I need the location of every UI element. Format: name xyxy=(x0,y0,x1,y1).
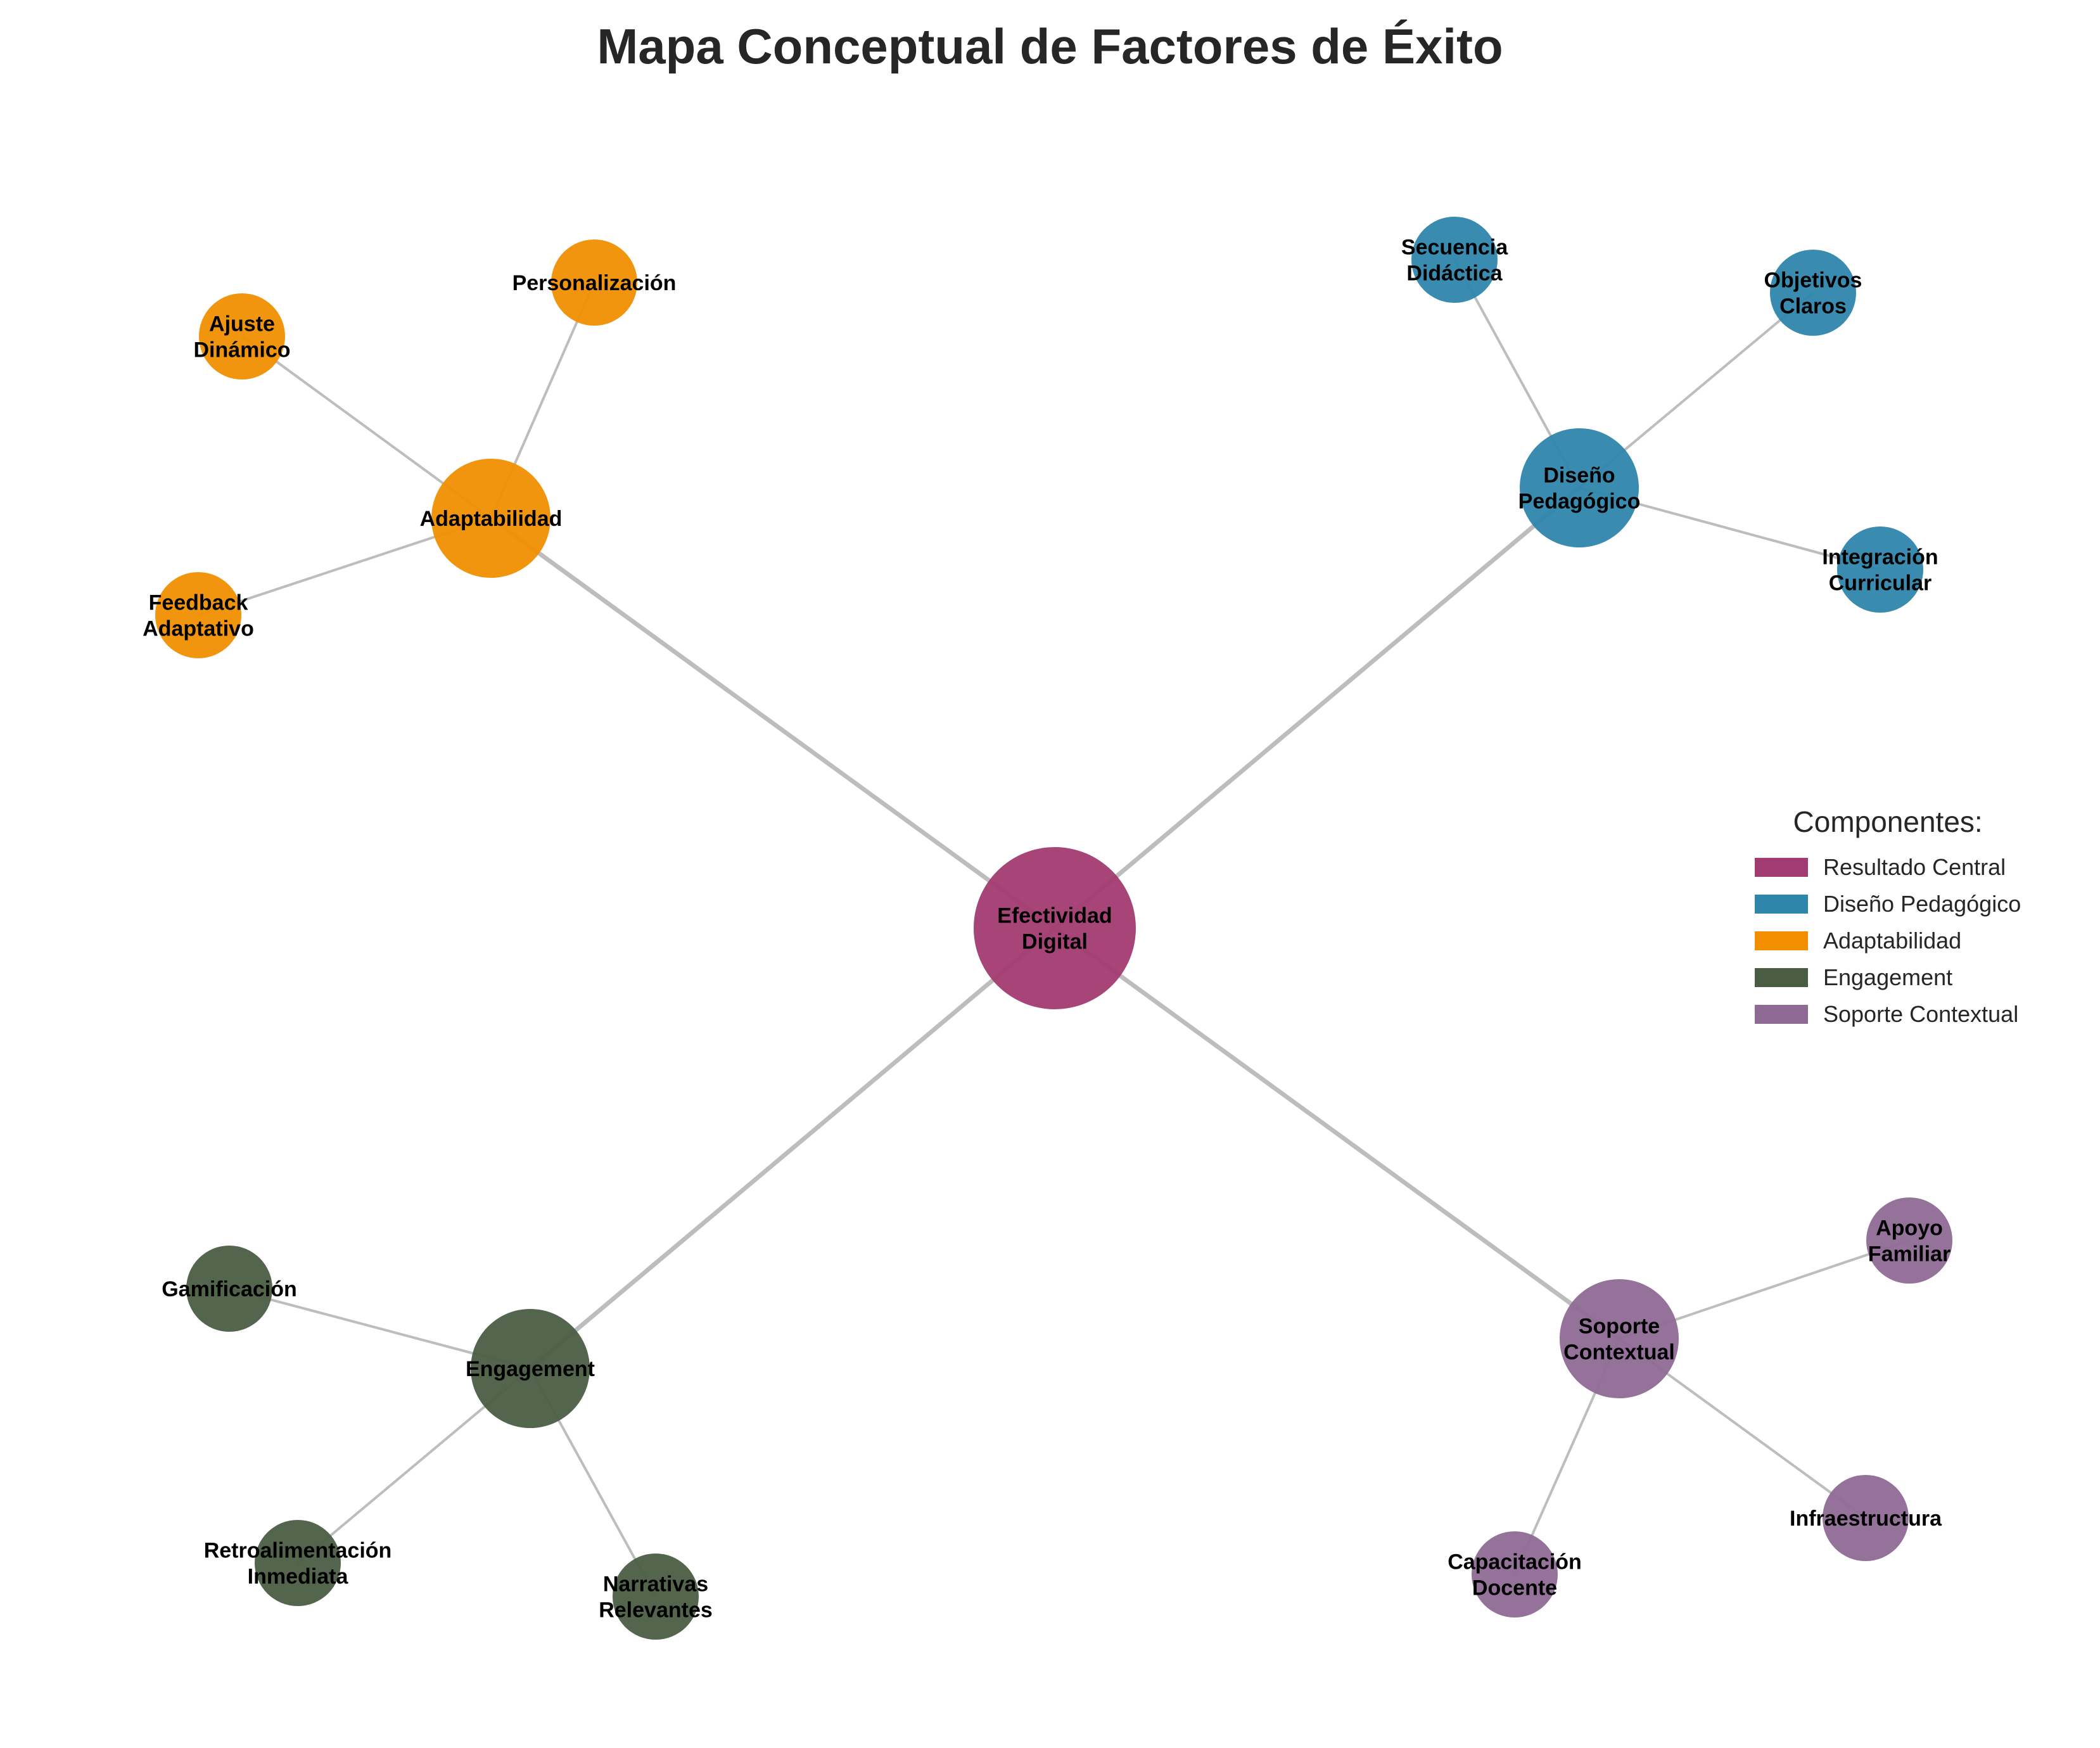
node-label-ajuste-1: Dinámico xyxy=(193,338,290,362)
node-label-objetivos-0: Objetivos xyxy=(1764,269,1862,293)
node-label-secuencia-0: Secuencia xyxy=(1401,236,1508,260)
node-label-narrativas-1: Relevantes xyxy=(599,1598,713,1622)
node-label-adaptabilidad-0: Adaptabilidad xyxy=(420,507,563,531)
node-label-capacitacion-0: Capacitación xyxy=(1448,1550,1582,1574)
legend-swatch xyxy=(1755,895,1808,914)
node-engagement: Engagement xyxy=(466,1309,595,1428)
node-gamificacion: Gamificación xyxy=(162,1246,297,1332)
node-label-feedback-0: Feedback xyxy=(149,591,248,615)
node-circle-capacitacion xyxy=(1472,1531,1558,1617)
node-circle-engagement xyxy=(471,1309,590,1428)
node-label-integracion-0: Integración xyxy=(1822,545,1938,570)
node-circle-soporte xyxy=(1560,1279,1679,1398)
node-circle-apoyo xyxy=(1866,1197,1952,1284)
node-infra: Infraestructura xyxy=(1790,1475,1942,1561)
edge-efectividad-engagement xyxy=(528,926,1057,1370)
legend-label: Diseño Pedagógico xyxy=(1823,891,2021,917)
legend-swatch xyxy=(1755,1005,1808,1024)
edge-efectividad-adaptabilidad xyxy=(489,516,1057,930)
node-label-engagement-0: Engagement xyxy=(466,1357,595,1381)
node-circle-efectividad xyxy=(974,847,1136,1009)
node-label-soporte-1: Contextual xyxy=(1563,1340,1675,1364)
node-label-efectividad-0: Efectividad xyxy=(997,904,1112,928)
legend-swatch xyxy=(1755,858,1808,877)
node-label-retro-0: Retroalimentación xyxy=(204,1539,392,1563)
legend-item-soporte: Soporte Contextual xyxy=(1755,996,2021,1033)
node-label-diseno-1: Pedagógico xyxy=(1518,489,1641,513)
node-circle-feedback xyxy=(155,572,241,658)
node-label-feedback-1: Adaptativo xyxy=(143,616,254,641)
node-personalizacion: Personalización xyxy=(512,239,677,326)
node-label-narrativas-0: Narrativas xyxy=(603,1573,708,1597)
node-label-diseno-0: Diseño xyxy=(1543,464,1615,488)
node-label-apoyo-1: Familiar xyxy=(1868,1242,1950,1266)
legend-label: Resultado Central xyxy=(1823,854,2006,880)
node-label-apoyo-0: Apoyo xyxy=(1876,1216,1943,1241)
node-label-gamificacion-0: Gamificación xyxy=(162,1277,297,1301)
node-label-infra-0: Infraestructura xyxy=(1790,1507,1942,1531)
node-label-personalizacion-0: Personalización xyxy=(512,271,677,295)
node-circle-personalizacion xyxy=(551,239,637,326)
legend-item-diseno: Diseño Pedagógico xyxy=(1755,886,2021,922)
legend-item-central: Resultado Central xyxy=(1755,849,2021,886)
node-circle-diseno xyxy=(1520,428,1639,547)
node-label-efectividad-1: Digital xyxy=(1022,929,1088,954)
legend-swatch xyxy=(1755,968,1808,987)
node-label-ajuste-0: Ajuste xyxy=(209,312,275,336)
node-circle-objetivos xyxy=(1770,250,1856,336)
node-label-secuencia-1: Didáctica xyxy=(1406,261,1503,285)
legend-title: Componentes: xyxy=(1793,805,1983,838)
legend-label: Engagement xyxy=(1823,964,1953,990)
edge-efectividad-soporte xyxy=(1053,926,1621,1341)
node-label-capacitacion-1: Docente xyxy=(1472,1576,1557,1600)
node-label-integracion-1: Curricular xyxy=(1829,571,1932,595)
node-label-soporte-0: Soporte xyxy=(1579,1315,1660,1339)
node-circle-retro xyxy=(255,1520,341,1606)
node-circle-adaptabilidad xyxy=(431,459,550,578)
legend-item-adapt: Adaptabilidad xyxy=(1755,922,2021,959)
node-circle-narrativas xyxy=(613,1553,699,1640)
node-circle-gamificacion xyxy=(186,1246,272,1332)
node-label-objetivos-1: Claros xyxy=(1779,294,1847,318)
legend-label: Soporte Contextual xyxy=(1823,1001,2019,1027)
diagram-title: Mapa Conceptual de Factores de Éxito xyxy=(597,18,1503,74)
legend-label: Adaptabilidad xyxy=(1823,928,1962,954)
node-circle-integracion xyxy=(1837,526,1923,613)
legend-swatch xyxy=(1755,931,1808,950)
node-circle-infra xyxy=(1823,1475,1909,1561)
node-circle-secuencia xyxy=(1411,217,1498,303)
node-adaptabilidad: Adaptabilidad xyxy=(420,459,563,578)
node-label-retro-1: Inmediata xyxy=(248,1564,349,1588)
node-circle-ajuste xyxy=(199,293,285,380)
edge-efectividad-diseno xyxy=(1053,486,1581,930)
legend-item-engage: Engagement xyxy=(1755,959,2021,996)
